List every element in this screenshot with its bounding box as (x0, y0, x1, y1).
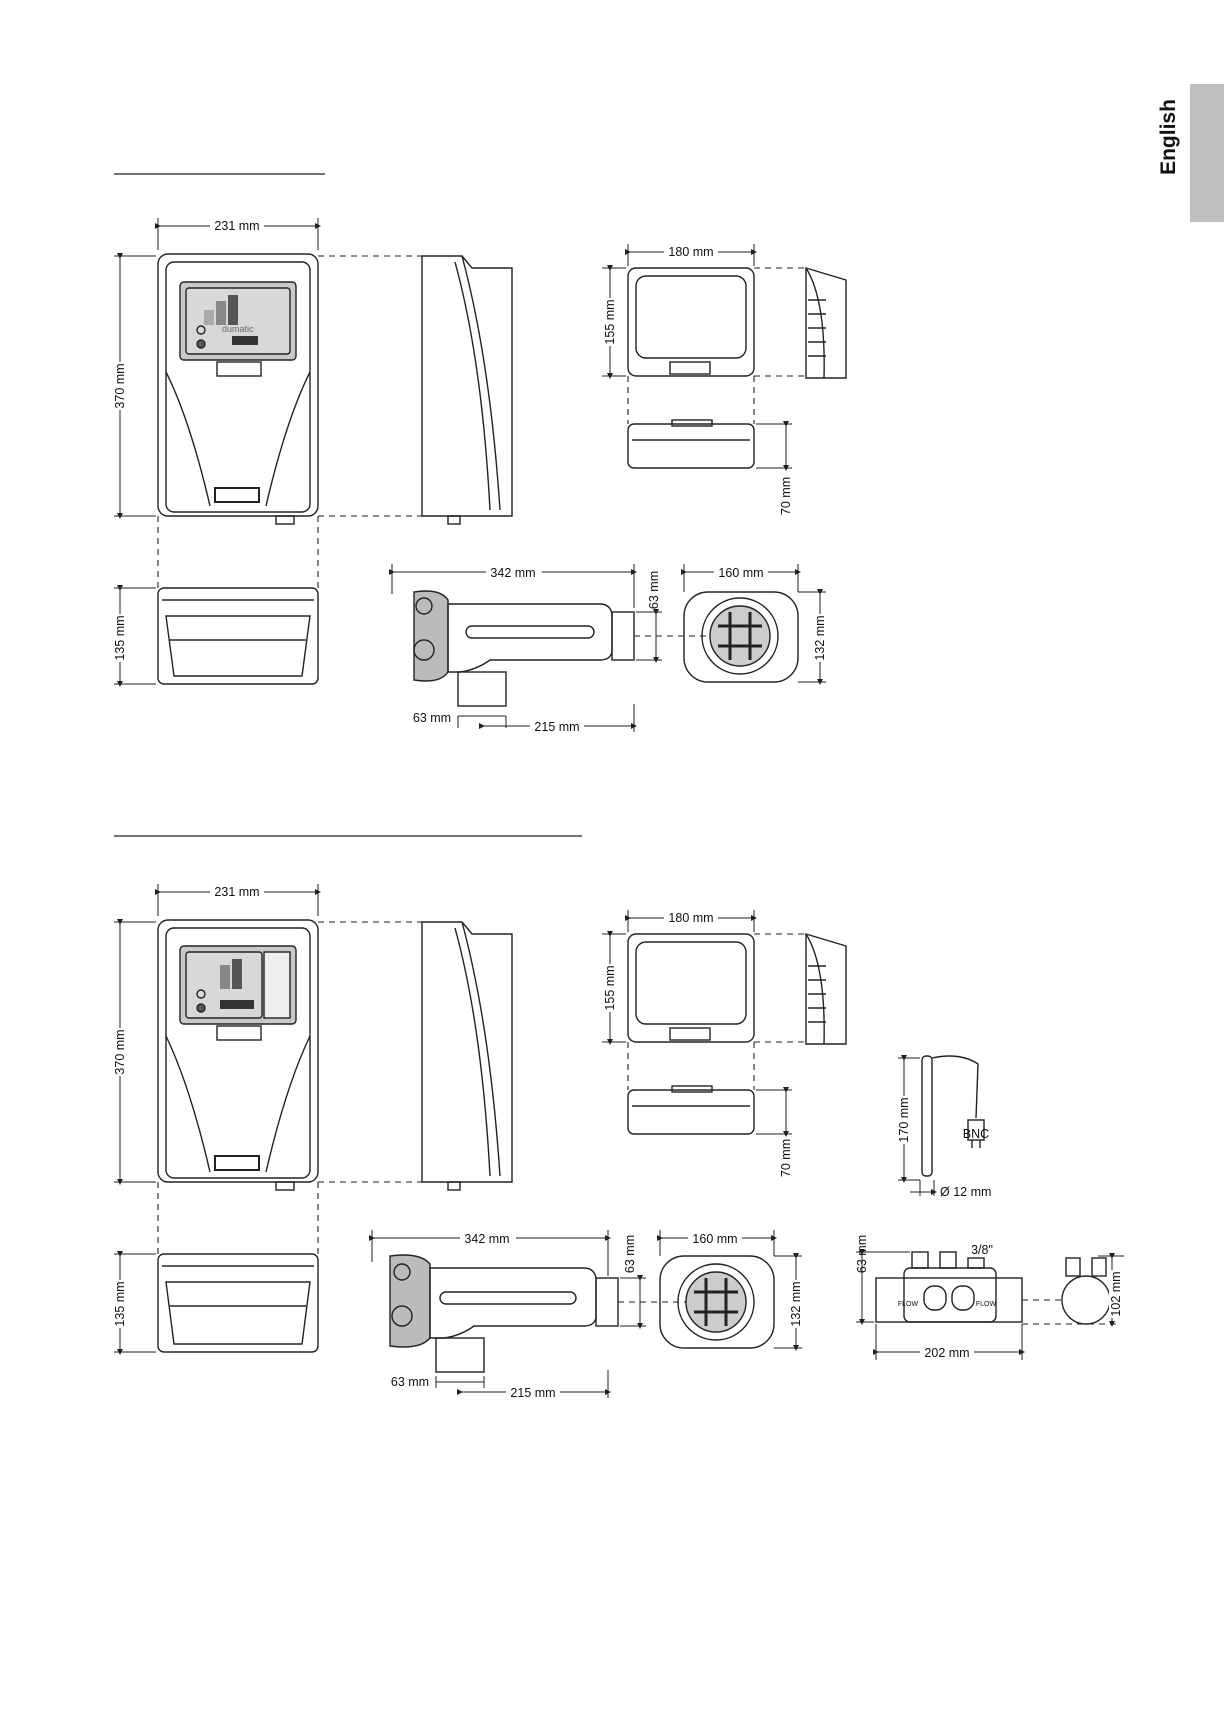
s2-ph-depth-label: 70 mm (779, 1139, 793, 1177)
s1-cell-length-label: 342 mm (490, 566, 535, 580)
control-unit-side (422, 256, 512, 524)
cell-side-2 (390, 1255, 618, 1372)
s2-height-label: 370 mm (113, 1029, 127, 1074)
ph-box-front (628, 268, 754, 376)
control-unit-bottom (158, 588, 318, 684)
ph-box-side-2 (806, 934, 846, 1044)
control-unit-side-2 (422, 922, 512, 1190)
s2-holder-diameter-label: 102 mm (1109, 1271, 1123, 1316)
s1-end-height-label: 132 mm (813, 615, 827, 660)
s2-ph-width-label: 180 mm (668, 911, 713, 925)
s2-cell-inlet-label: 63 mm (391, 1375, 429, 1389)
ph-box-side (806, 268, 846, 378)
s1-depth-label: 135 mm (113, 615, 127, 660)
control-unit-front-2 (158, 920, 318, 1190)
s2-flow-label-right: FLOW (976, 1301, 997, 1308)
section2 (114, 884, 1124, 1398)
s2-probe-connector-label: BNC (963, 1127, 989, 1141)
s2-depth-label: 135 mm (113, 1281, 127, 1326)
s1-cell-offset-label: 215 mm (534, 720, 579, 734)
s2-holder-thread-label: 3/8" (971, 1243, 993, 1257)
control-unit-front: dumatic (158, 254, 318, 524)
s2-width-label: 231 mm (214, 885, 259, 899)
ph-probe (922, 1056, 984, 1176)
s1-cell-outlet-label: 63 mm (647, 571, 661, 609)
s2-cell-length-label: 342 mm (464, 1232, 509, 1246)
cell-end (684, 592, 798, 682)
probe-holder (876, 1252, 1110, 1324)
ph-box-bottom-2 (628, 1086, 754, 1134)
s1-end-width-label: 160 mm (718, 566, 763, 580)
s2-flow-label-left: FLOW (898, 1301, 919, 1308)
s2-end-height-label: 132 mm (789, 1281, 803, 1326)
s2-cell-outlet-label: 63 mm (623, 1235, 637, 1273)
section1: dumatic (114, 218, 846, 732)
s2-ph-height-label: 155 mm (603, 965, 617, 1010)
s2-end-width-label: 160 mm (692, 1232, 737, 1246)
ph-box-bottom (628, 420, 754, 468)
s2-cell-offset-label: 215 mm (510, 1386, 555, 1400)
s2-holder-length-label: 202 mm (924, 1346, 969, 1360)
ph-box-front-2 (628, 934, 754, 1042)
s1-ph-depth-label: 70 mm (779, 477, 793, 515)
s2-probe-diameter-label: Ø 12 mm (940, 1185, 991, 1199)
s1-width-label: 231 mm (214, 219, 259, 233)
s1-ph-height-label: 155 mm (603, 299, 617, 344)
s2-probe-length-label: 170 mm (897, 1097, 911, 1142)
control-unit-bottom-2 (158, 1254, 318, 1352)
s1-cell-inlet-label: 63 mm (413, 711, 451, 725)
s1-height-label: 370 mm (113, 363, 127, 408)
s1-ph-width-label: 180 mm (668, 245, 713, 259)
s2-holder-height-label: 63 mm (855, 1235, 869, 1273)
svg-text:dumatic: dumatic (222, 324, 254, 334)
cell-side (414, 591, 634, 706)
